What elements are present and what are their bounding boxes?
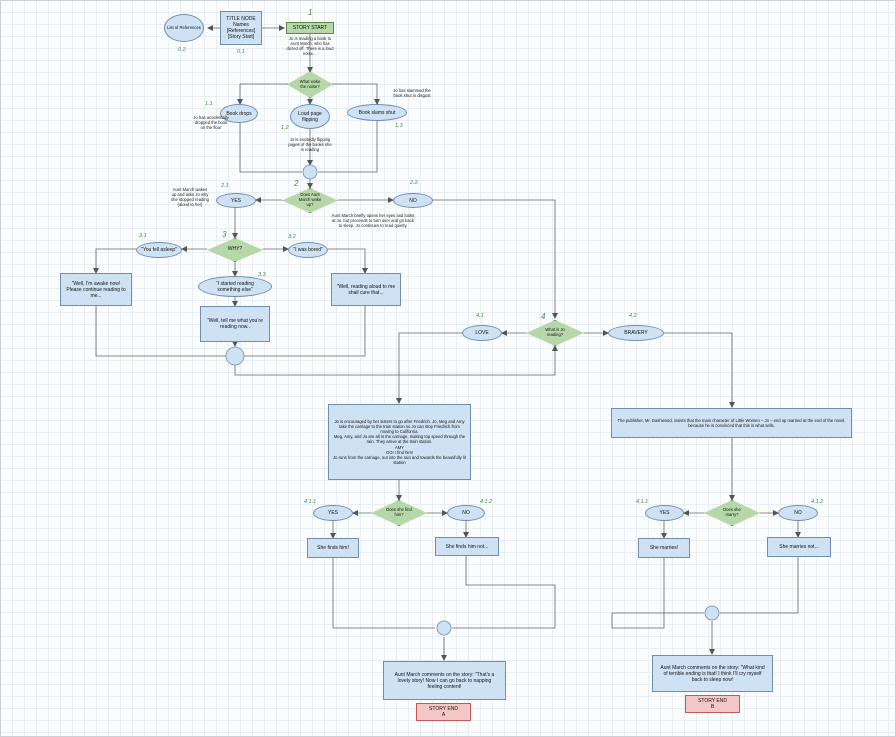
story-end-a-node[interactable]: STORY END A	[416, 703, 471, 721]
yes-wake-note: Aunt March wakes up and asks Jo why she …	[171, 187, 209, 208]
why-decision-text: WHY?	[227, 246, 243, 253]
intro-note: Jo is reading a book to Aunt March, who …	[286, 36, 334, 57]
does-marry-decision[interactable]: Does she marry?	[704, 500, 760, 526]
love-story-para-3: Jo runs from the carriage, out into the …	[333, 454, 466, 465]
label-1-1: 1.1	[205, 101, 213, 107]
story-end-b-line-1: STORY END	[698, 698, 727, 704]
merge-node-a	[436, 620, 452, 636]
loud-page-note: Jo is excitedly flipping pages of the bo…	[288, 137, 332, 153]
story-end-b-node[interactable]: STORY END B	[685, 695, 740, 713]
no-wake-note: Aunt March briefly opens her eyes and lo…	[331, 213, 415, 229]
cure-that-node[interactable]: “Well, reading aloud to me shall cure th…	[331, 273, 401, 306]
label-1-2: 1.2	[281, 125, 289, 131]
label-2: 2	[294, 179, 299, 188]
story-end-a-line-1: STORY END	[429, 706, 458, 712]
story-start-node[interactable]: STORY START	[286, 22, 334, 34]
label-3-2: 3.2	[288, 234, 296, 240]
book-slams-node[interactable]: Book slams shut	[347, 104, 407, 121]
no-wake-node[interactable]: NO	[393, 193, 433, 208]
love-node[interactable]: LOVE	[462, 325, 502, 341]
title-node-line-2: Names	[233, 22, 249, 28]
book-drops-node[interactable]: Book drops	[220, 104, 258, 123]
title-node-line-4: [Story Start]	[227, 34, 255, 40]
does-marry-decision-text: Does she marry?	[723, 507, 741, 517]
aunt-comment-b-node[interactable]: Aunt March comments on the story: “What …	[652, 655, 773, 692]
label-4-1-2: 4.1.2	[480, 499, 493, 505]
love-story-node[interactable]: Jo is encouraged by her sisters to go af…	[328, 404, 471, 480]
finds-him-not-node[interactable]: She finds him not...	[435, 537, 499, 556]
book-slams-note: Jo has slammed the book shut in disgust	[393, 88, 431, 99]
book-drops-note: Jo has accidentally dropped the book on …	[193, 115, 229, 131]
label-0-2: 0.2	[178, 47, 186, 53]
label-0-1: 0.1	[237, 49, 245, 55]
love-story-character: AMY	[394, 444, 405, 450]
marries-node[interactable]: She marries!	[638, 538, 690, 558]
love-story-dialogue: GO! I find him!	[386, 449, 413, 455]
does-find-decision-text: Does she find him?	[386, 507, 412, 517]
what-is-jo-reading-decision[interactable]: What is Jo reading?	[526, 320, 584, 346]
what-woke-decision[interactable]: What woke the noise?	[287, 71, 333, 98]
story-end-b-line-2: B	[710, 704, 715, 710]
merge-node-2	[225, 346, 245, 366]
bravery-node[interactable]: BRAVERY	[608, 325, 664, 341]
awake-reply-node[interactable]: “Well, I’m awake now! Please continue re…	[60, 273, 132, 306]
yes-marry-node[interactable]: YES	[645, 505, 684, 521]
label-2-2: 2.2	[410, 180, 418, 186]
label-1: 1	[308, 8, 313, 17]
merge-node-b	[704, 605, 720, 621]
story-end-a-line-2: A	[441, 712, 446, 718]
label-4-2: 4.2	[629, 313, 637, 319]
yes-wake-node[interactable]: YES	[216, 193, 256, 208]
finds-him-node[interactable]: She finds him!	[307, 538, 359, 558]
label-4: 4	[541, 312, 546, 321]
what-woke-decision-text: What woke the noise?	[299, 78, 321, 89]
loud-page-node[interactable]: Loud page flipping	[290, 104, 330, 129]
started-reading-node[interactable]: “I started reading something else”	[198, 276, 272, 297]
bravery-story-node[interactable]: The publisher, Mr. Dashwood, insists tha…	[611, 408, 852, 438]
love-story-para-2: Meg, Amy, and Jo are all in the carriage…	[333, 434, 466, 445]
yes-find-node[interactable]: YES	[313, 505, 353, 521]
label-3-3: 3.3	[258, 272, 266, 278]
why-decision[interactable]: WHY?	[207, 238, 263, 262]
marries-not-node[interactable]: She marries not...	[767, 537, 831, 557]
fell-asleep-node[interactable]: “You fell asleep”	[136, 242, 182, 258]
label-3: 3	[222, 230, 227, 239]
label-4-2-2: 4.1.2	[811, 499, 824, 505]
label-1-3: 1.3	[395, 123, 403, 129]
label-3-1: 3.1	[139, 233, 147, 239]
aunt-comment-a-node[interactable]: Aunt March comments on the story: “That’…	[383, 661, 506, 700]
does-aunt-wake-decision-text: Does Aunt March wake up?	[298, 192, 322, 207]
title-node[interactable]: TITLE NODE Names [References] [Story Sta…	[220, 11, 262, 45]
title-node-line-1: TITLE NODE	[226, 16, 256, 22]
list-of-references-node[interactable]: List of References	[164, 14, 204, 42]
title-node-line-3: [References]	[226, 28, 256, 34]
what-is-jo-reading-decision-text: What is Jo reading?	[545, 327, 565, 337]
was-bored-node[interactable]: “I was bored”	[288, 242, 328, 258]
love-story-para-1: Jo is encouraged by her sisters to go af…	[334, 419, 465, 435]
label-4-1-1: 4.1.1	[304, 499, 317, 505]
merge-node-1	[302, 164, 318, 180]
does-aunt-wake-decision[interactable]: Does Aunt March wake up?	[282, 188, 338, 213]
label-4-1: 4.1	[476, 313, 484, 319]
label-2-1: 2.1	[221, 183, 229, 189]
tell-me-node[interactable]: “Well, tell me what you’re reading now..	[200, 306, 270, 342]
does-find-decision[interactable]: Does she find him?	[371, 500, 427, 526]
label-4-2-1: 4.1.1	[636, 499, 649, 505]
no-find-node[interactable]: NO	[447, 505, 485, 521]
no-marry-node[interactable]: NO	[778, 505, 818, 521]
